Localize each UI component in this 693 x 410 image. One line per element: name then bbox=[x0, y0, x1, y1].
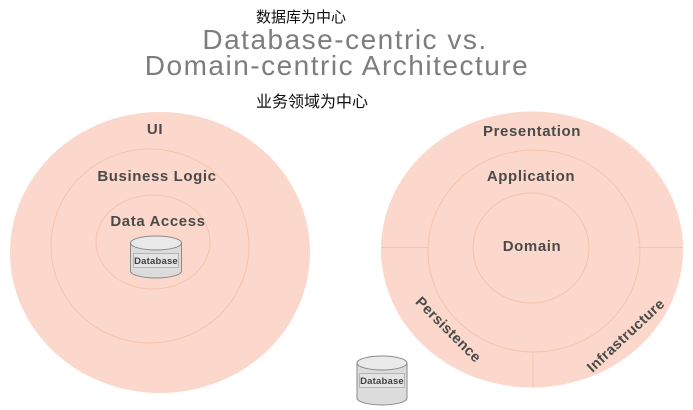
domain-centric-circle: Presentation Application Domain Persiste… bbox=[381, 111, 683, 388]
title-line-1: Database-centric vs. bbox=[202, 24, 488, 55]
cylinder-label-box bbox=[133, 253, 179, 268]
right-database-label: Database bbox=[360, 376, 404, 387]
left-ring-label-business-logic: Business Logic bbox=[97, 168, 216, 185]
annotation-domain-centric-cn: 业务领域为中心 bbox=[255, 94, 369, 111]
annotation-database-centric-cn: 数据库为中心 bbox=[255, 9, 347, 26]
left-middle-ring bbox=[50, 148, 250, 344]
right-middle-ring bbox=[427, 149, 641, 353]
left-inner-ring bbox=[95, 194, 211, 290]
right-outer-ring bbox=[381, 111, 683, 388]
right-ring-label-application: Application bbox=[487, 168, 575, 185]
database-cylinder-icon: Database bbox=[130, 235, 182, 279]
cylinder-top bbox=[130, 235, 182, 251]
cylinder-label-box bbox=[359, 373, 405, 388]
left-ring-label-ui: UI bbox=[147, 121, 163, 138]
title-line-2: Domain-centric Architecture bbox=[144, 50, 530, 81]
database-centric-circle: UI Business Logic Data Access Database bbox=[10, 112, 310, 393]
left-database-label: Database bbox=[134, 256, 178, 267]
left-ring-label-data-access: Data Access bbox=[110, 213, 205, 230]
external-database-cylinder-icon: Database bbox=[356, 355, 408, 406]
cylinder-top bbox=[356, 355, 408, 371]
right-ring-label-presentation: Presentation bbox=[483, 123, 581, 140]
page-title: Database-centric vs. Domain-centric Arch… bbox=[95, 24, 595, 80]
right-inner-ring bbox=[472, 192, 590, 304]
right-ring-label-domain: Domain bbox=[503, 238, 562, 255]
